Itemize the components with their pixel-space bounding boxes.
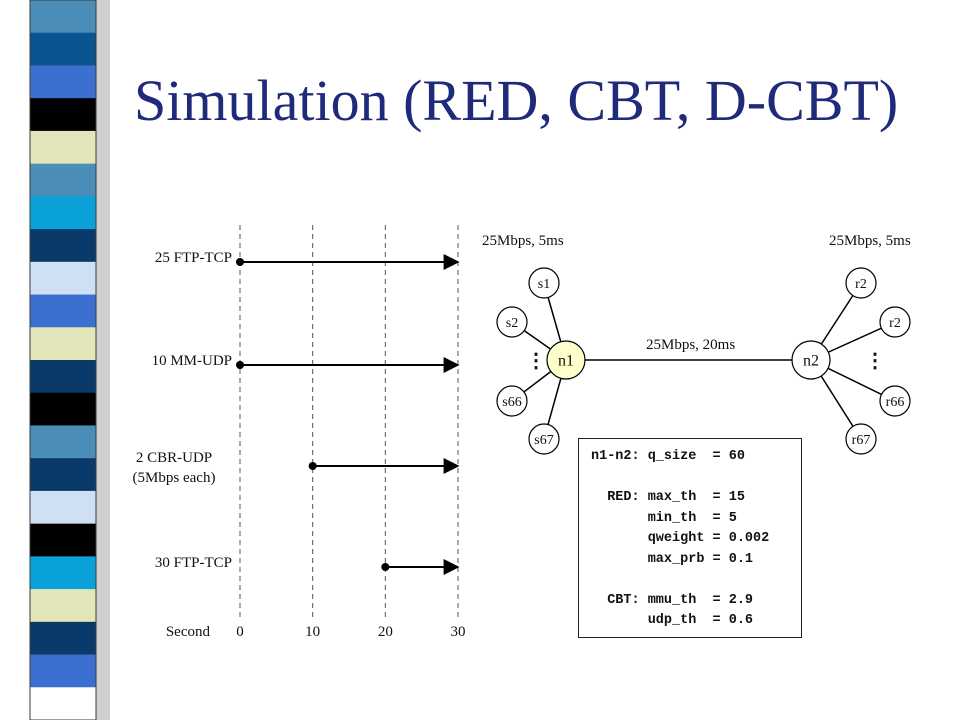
tick-label: 30: [450, 624, 466, 640]
flow-start-dot: [236, 361, 244, 369]
stripe-band: [30, 196, 96, 230]
flow-start-dot: [381, 563, 390, 571]
receiver-node-circle: [879, 306, 911, 338]
ellipsis-left: ⋮: [526, 350, 546, 372]
stripe-band: [30, 360, 96, 394]
link-label-bottleneck: 25Mbps, 20ms: [646, 337, 736, 353]
stripe-band: [30, 32, 96, 66]
stripe-band: [30, 294, 96, 328]
sender-node-label: s1: [538, 277, 550, 292]
decorative-stripe: [29, 0, 110, 720]
link-label-left: 25Mbps, 5ms: [482, 233, 564, 249]
stripe-band: [30, 556, 96, 590]
receiver-node-label: r2: [855, 277, 867, 292]
stripe-band: [30, 458, 96, 492]
router-node-circle: [546, 340, 586, 380]
receiver-node-circle: [845, 267, 877, 299]
flow-label: 25 FTP-TCP: [154, 250, 232, 266]
link-label-right: 25Mbps, 5ms: [829, 233, 911, 249]
stripe-band: [30, 98, 96, 132]
receiver-node-label: r67: [852, 433, 871, 448]
flow-label: 30 FTP-TCP: [154, 555, 232, 571]
tick-label: 10: [305, 624, 321, 640]
tick-label: 20: [377, 624, 393, 640]
parameter-text: n1-n2: q_size = 60 RED: max_th = 15 min_…: [591, 449, 770, 628]
sender-node-circle: [528, 423, 560, 455]
stripe-band: [30, 261, 96, 296]
stripe-band: [30, 654, 96, 688]
sender-node-label: s66: [502, 395, 521, 410]
stripe-band: [30, 425, 96, 459]
router-node-circle: [791, 340, 831, 380]
axis-label: Second: [165, 624, 210, 640]
receiver-node-circle: [845, 423, 877, 455]
sender-node-label: s2: [506, 316, 518, 331]
stripe-shadow: [96, 0, 110, 720]
stripe-band: [30, 523, 96, 557]
sender-node-circle: [496, 306, 528, 338]
flow-label: 10 MM-UDP: [151, 353, 232, 369]
flow-start-dot: [308, 462, 317, 470]
sender-node-label: s67: [534, 433, 553, 448]
receiver-node-label: r66: [886, 395, 905, 410]
flow-sublabel: (5Mbps each): [132, 470, 216, 486]
stripe-band: [30, 621, 96, 656]
router-node-label: n2: [803, 353, 819, 370]
stripe-band: [30, 327, 96, 361]
stripe-band: [30, 229, 96, 263]
slide-title: Simulation (RED, CBT, D-CBT): [134, 68, 899, 133]
stripe-band: [30, 130, 96, 165]
stripe-band: [30, 490, 96, 525]
sender-node-circle: [496, 385, 528, 417]
ellipsis-right: ⋮: [865, 350, 885, 372]
receiver-node-circle: [879, 385, 911, 417]
stripe-border: [29, 0, 97, 720]
stripe-band: [30, 0, 96, 34]
stripe-band: [30, 392, 96, 426]
parameter-box: n1-n2: q_size = 60 RED: max_th = 15 min_…: [578, 438, 802, 638]
receiver-node-label: r2: [889, 316, 901, 331]
router-node-label: n1: [558, 353, 574, 370]
tick-label: 0: [236, 624, 244, 640]
sender-node-circle: [528, 267, 560, 299]
flow-start-dot: [236, 258, 244, 266]
stripe-band: [30, 589, 96, 623]
stripe-band: [30, 687, 96, 720]
stripe-band: [30, 163, 96, 197]
stripe-band: [30, 65, 96, 99]
flow-label: 2 CBR-UDP: [135, 450, 213, 466]
